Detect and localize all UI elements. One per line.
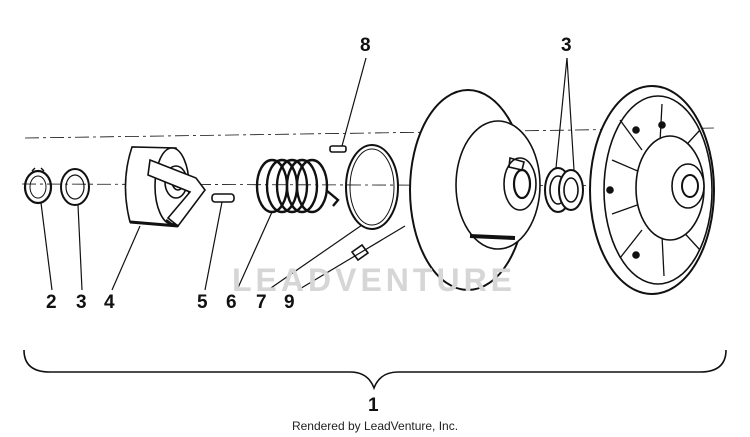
part-bearing-pair: [544, 167, 584, 213]
callout-7: 7: [256, 292, 267, 313]
part-pin: [329, 145, 347, 153]
callout-8: 8: [360, 35, 371, 56]
callout-3-right: 3: [561, 35, 572, 56]
part-movable-sheave: [589, 85, 715, 295]
part-snap-ring: [23, 167, 53, 205]
callout-3-left: 3: [76, 292, 87, 313]
part-wire-ring: [345, 144, 399, 230]
part-fixed-sheave: [409, 89, 541, 291]
render-credit: Rendered by LeadVenture, Inc.: [291, 419, 459, 433]
callout-6: 6: [226, 292, 237, 313]
assembly-brace: [23, 349, 727, 391]
watermark-text: LEADVENTURE: [232, 262, 517, 298]
part-key: [211, 193, 235, 203]
callout-5: 5: [197, 292, 208, 313]
callout-4: 4: [104, 292, 115, 313]
callout-2: 2: [46, 292, 57, 313]
callout-1: 1: [368, 395, 379, 416]
part-cam-sleeve: [124, 146, 206, 228]
part-washer-left: [60, 168, 90, 206]
part-coil-spring: [255, 158, 340, 214]
leader-lines: [40, 57, 575, 291]
callout-9: 9: [284, 292, 295, 313]
